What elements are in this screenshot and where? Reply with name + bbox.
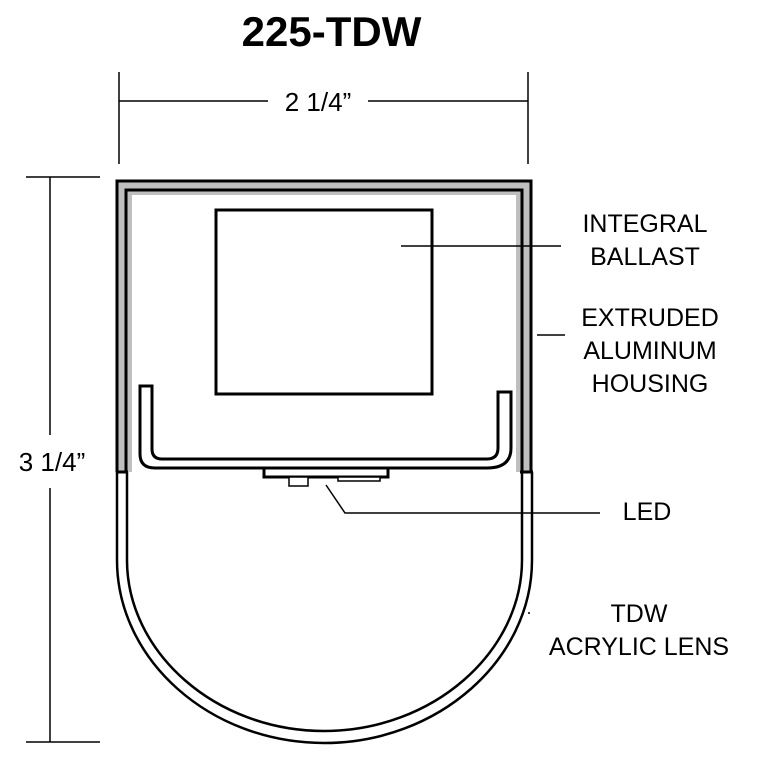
- integral-ballast: [214, 208, 434, 396]
- callout-lens-line2: ACRYLIC LENS: [548, 633, 730, 661]
- aluminum-housing: [115, 179, 533, 474]
- drawing-title: 225-TDW: [241, 8, 422, 55]
- callout-lens-line1: TDW: [610, 600, 668, 628]
- callout-integral-ballast: INTEGRAL BALLAST: [565, 208, 725, 274]
- acrylic-lens: [115, 472, 534, 745]
- callout-housing-line1: EXTRUDED: [581, 304, 719, 332]
- height-dimension: [26, 176, 100, 743]
- callout-led: LED: [612, 496, 682, 529]
- width-dimension: [118, 72, 529, 164]
- callout-ballast-line1: INTEGRAL: [582, 210, 708, 238]
- led-board: [262, 466, 390, 487]
- callout-acrylic-lens: TDW ACRYLIC LENS: [530, 598, 748, 664]
- mounting-bracket: [138, 384, 513, 470]
- callout-aluminum-housing: EXTRUDED ALUMINUM HOUSING: [565, 302, 735, 401]
- callout-housing-line3: HOUSING: [591, 370, 709, 398]
- width-dimension-label: 2 1/4”: [273, 86, 363, 119]
- callout-housing-line2: ALUMINUM: [583, 337, 717, 365]
- callout-ballast-line2: BALLAST: [590, 243, 700, 271]
- height-dimension-label: 3 1/4”: [10, 446, 94, 479]
